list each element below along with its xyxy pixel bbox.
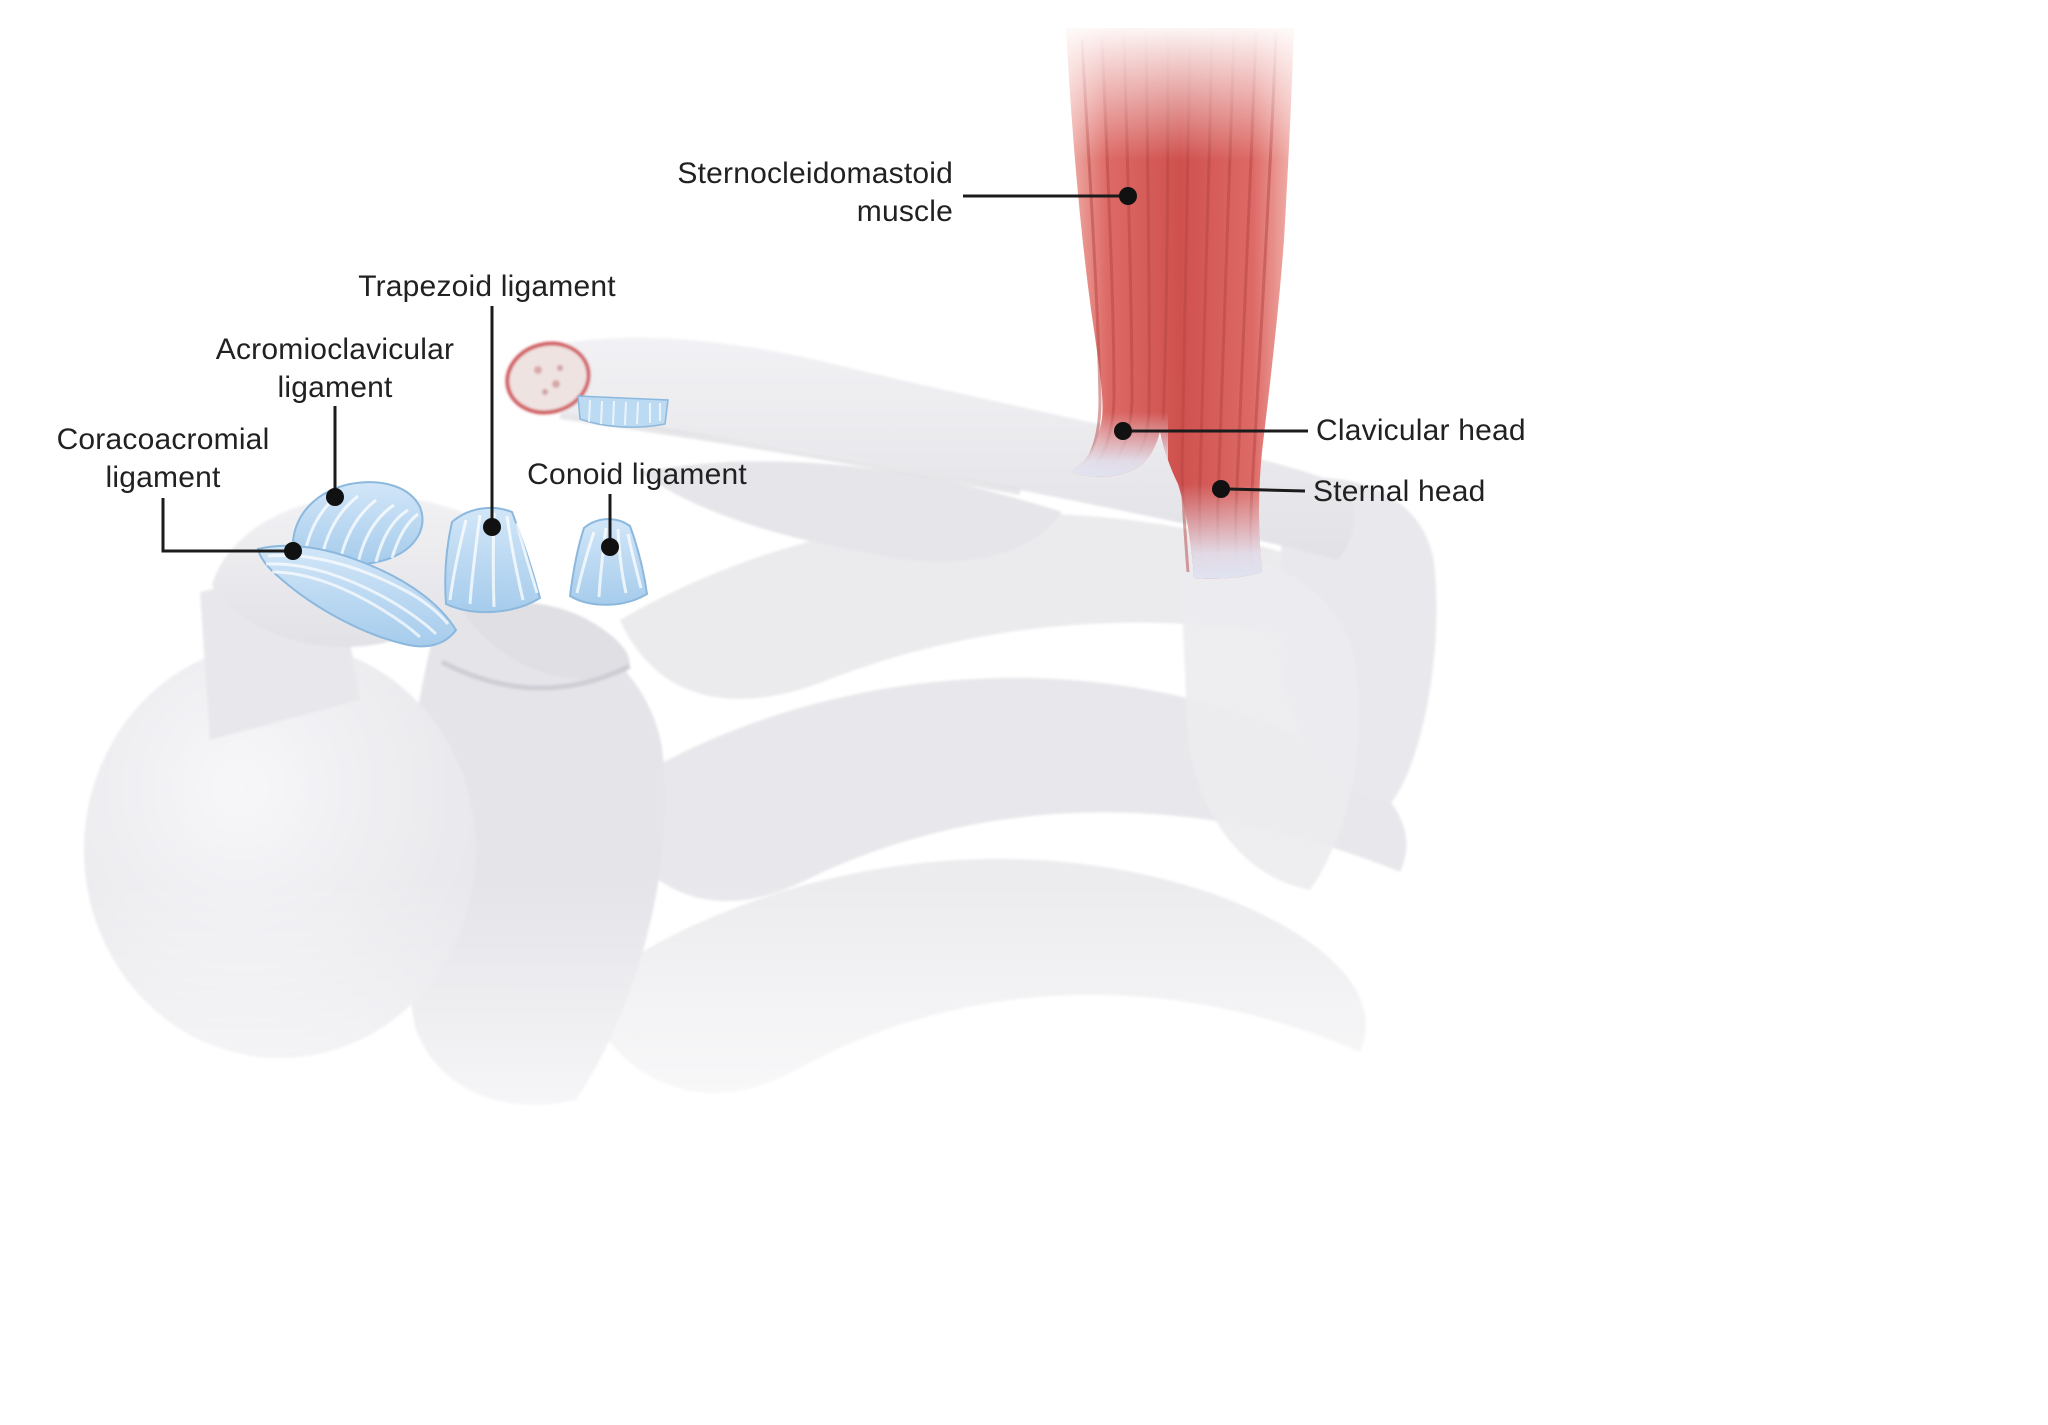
leader-sternal-head bbox=[1212, 480, 1306, 498]
acromioclavicular-ligament bbox=[291, 481, 424, 566]
leader-conoid bbox=[601, 494, 619, 556]
label-coracoacromial-ligament: Coracoacromial ligament bbox=[56, 423, 270, 494]
conoid-ligament bbox=[568, 518, 649, 606]
bottom-fade bbox=[0, 880, 2048, 1425]
sternum bbox=[1180, 477, 1437, 890]
label-trapezoid-ligament: Trapezoid ligament bbox=[358, 270, 616, 303]
leader-clavicular-head bbox=[1114, 422, 1308, 440]
leader-trapezoid bbox=[483, 306, 501, 536]
label-conoid-ligament: Conoid ligament bbox=[527, 458, 747, 491]
ligaments bbox=[256, 395, 669, 648]
clavicle-cut-end bbox=[505, 341, 591, 415]
trapezoid-ligament bbox=[444, 506, 542, 614]
label-sternocleidomastoid-muscle: Sternocleidomastoid muscle bbox=[677, 157, 953, 228]
label-acromioclavicular-ligament: Acromioclavicular ligament bbox=[215, 333, 455, 404]
sternocleidomastoid-muscle bbox=[1040, 20, 1320, 579]
coracoid-process bbox=[462, 601, 630, 680]
label-clavicular-head: Clavicular head bbox=[1316, 414, 1526, 447]
leader-sternocleidomastoid bbox=[963, 187, 1137, 205]
leader-acromioclavicular bbox=[326, 406, 344, 506]
leader-lines bbox=[161, 187, 1308, 560]
clavicle-ligament-attachment bbox=[577, 395, 669, 428]
label-sternal-head: Sternal head bbox=[1313, 475, 1486, 508]
leader-coracoacromial bbox=[161, 498, 302, 560]
